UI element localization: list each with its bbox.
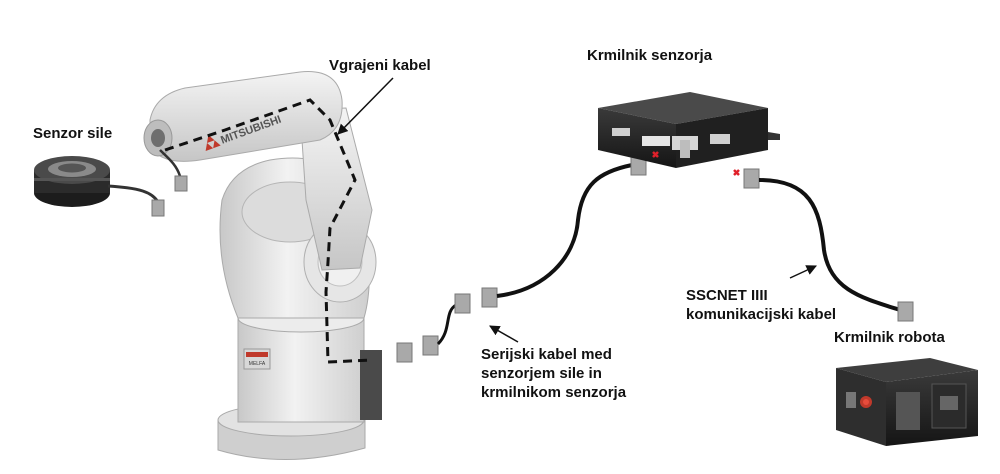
base-badge: MELFA bbox=[249, 361, 266, 367]
serial-cable-label-line2: senzorjem sile in bbox=[481, 365, 602, 382]
sscnet-cable bbox=[743, 168, 914, 322]
serial-cable-label-line3: krmilnikom senzorja bbox=[481, 384, 627, 401]
sscnet-cable-arrow bbox=[789, 265, 817, 279]
builtin-cable-label: Vgrajeni kabel bbox=[329, 57, 431, 74]
robot-controller bbox=[836, 358, 978, 446]
serial-cable-arrow bbox=[489, 325, 519, 343]
mitsubishi-logo-icon bbox=[205, 135, 221, 151]
sscnet-cable-label-line2: komunikacijski kabel bbox=[686, 306, 837, 323]
sscnet-cable-label: SSCNET IIII komunikacijski kabel bbox=[686, 286, 836, 324]
red-x-marker-left bbox=[652, 151, 659, 158]
builtin-cable-arrow bbox=[337, 77, 394, 135]
sensor-controller bbox=[598, 92, 780, 176]
robot-arm: MELFA MITSUBISHI bbox=[143, 71, 382, 461]
force-sensor bbox=[34, 156, 165, 217]
sensor-controller-label: Krmilnik senzorja bbox=[587, 47, 713, 64]
robot-controller-label: Krmilnik robota bbox=[834, 329, 945, 346]
sscnet-cable-label-line1: SSCNET IIII bbox=[686, 287, 768, 304]
serial-cable-label: Serijski kabel med senzorjem sile in krm… bbox=[481, 345, 626, 402]
serial-cable bbox=[396, 154, 647, 363]
builtin-cable-path bbox=[164, 98, 373, 364]
serial-cable-label-line1: Serijski kabel med bbox=[481, 346, 612, 363]
red-x-marker-right bbox=[733, 169, 740, 176]
force-sensor-label: Senzor sile bbox=[33, 125, 113, 142]
